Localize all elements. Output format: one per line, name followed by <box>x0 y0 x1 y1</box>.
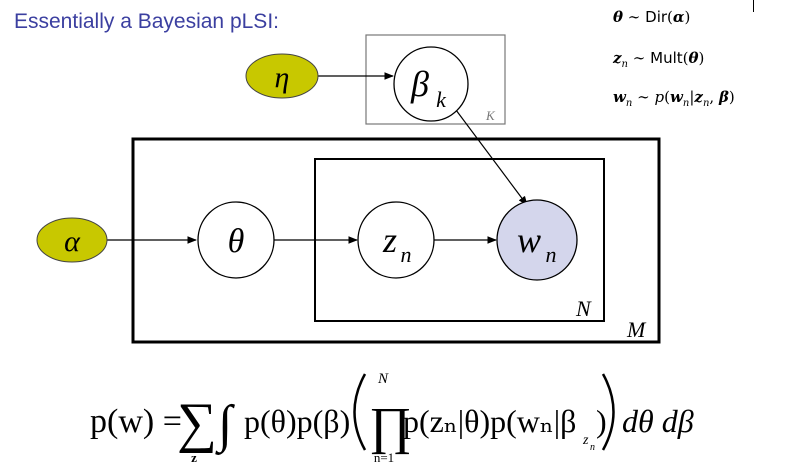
node-eta: η <box>245 53 319 99</box>
right-paren <box>601 373 615 451</box>
prod-lower: n=1 <box>374 450 394 464</box>
formula-z: zn ∼ Mult(θ) <box>613 49 705 70</box>
svg-text:k: k <box>436 87 447 112</box>
product-symbol: ∏ <box>369 398 412 455</box>
formula-theta: θ ∼ Dir(α) <box>613 8 691 26</box>
node-theta: θ <box>197 201 275 279</box>
prior-terms: p(θ)p(β) <box>244 403 350 439</box>
svg-text:η: η <box>275 61 290 94</box>
svg-text:β: β <box>410 64 429 104</box>
beta-subscript: z <box>582 433 589 448</box>
edge-beta-w <box>455 109 528 206</box>
node-w-observed: w n <box>496 199 578 281</box>
body-terms: p(zₙ|θ)p(wₙ|β <box>403 403 576 439</box>
page-title: Essentially a Bayesian pLSI: <box>14 10 279 33</box>
equation-lhs: p(w) = <box>90 403 182 440</box>
marginal-likelihood-equation: p(w) = ∑ z ∫ p(θ)p(β) N ∏ n=1 p(zₙ|θ)p(w… <box>90 371 694 464</box>
svg-text:n: n <box>401 242 412 267</box>
node-z: z n <box>357 201 435 279</box>
sum-index: z <box>191 450 197 464</box>
formula-w: wn ∼ p(wn|zn, β) <box>613 88 735 109</box>
differentials: dθ dβ <box>622 403 694 439</box>
node-alpha: α <box>36 217 108 263</box>
beta-subsubscript: n <box>590 442 595 453</box>
node-beta: β k <box>393 46 469 122</box>
close-paren-inner: ) <box>596 403 607 439</box>
sum-symbol: ∑ <box>177 392 217 454</box>
svg-text:w: w <box>517 220 541 260</box>
plate-words-label: N <box>575 296 592 321</box>
plate-docs-label: M <box>626 317 647 342</box>
tick-mark <box>753 0 754 12</box>
svg-text:z: z <box>382 220 397 260</box>
plate-topics <box>365 34 506 125</box>
svg-text:n: n <box>546 242 557 267</box>
left-paren <box>353 373 367 451</box>
integral-symbol: ∫ <box>215 396 235 455</box>
svg-text:θ: θ <box>228 223 245 260</box>
svg-text:α: α <box>64 225 81 258</box>
prod-upper: N <box>377 371 389 387</box>
plate-topics-label: K <box>485 108 496 123</box>
